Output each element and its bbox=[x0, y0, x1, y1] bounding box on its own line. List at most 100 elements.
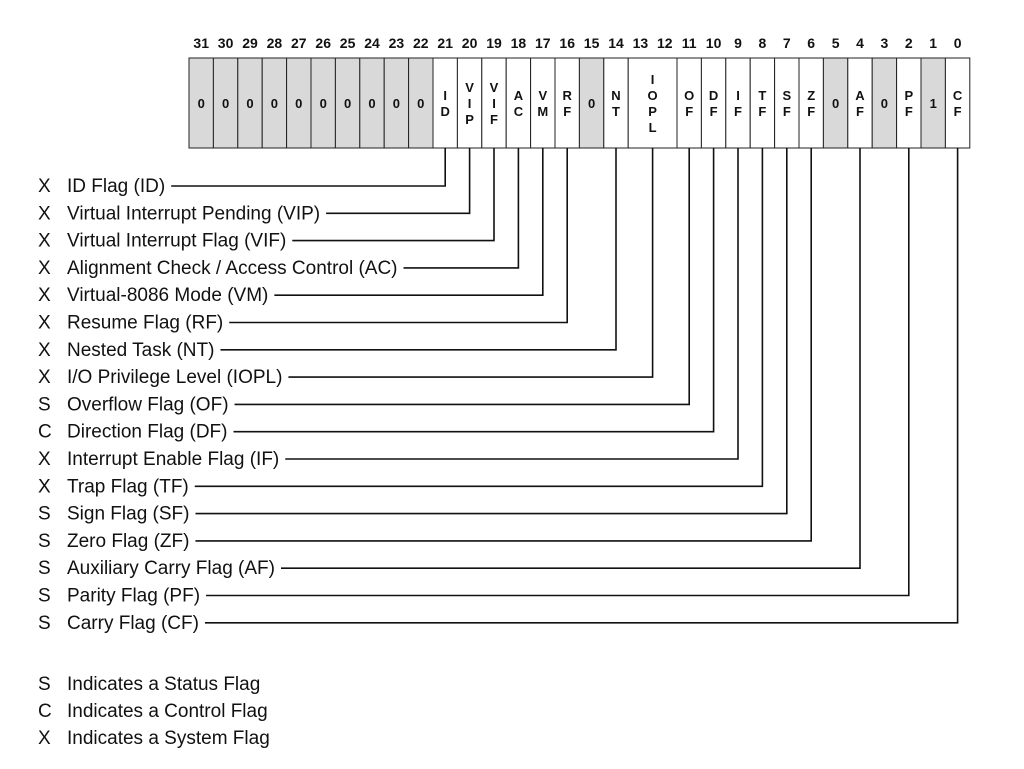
leader-line-bit-4 bbox=[280, 148, 861, 569]
cell-label-bit-19: I bbox=[492, 96, 496, 111]
bit-number-26: 26 bbox=[315, 35, 331, 51]
cell-label-bit-6: Z bbox=[807, 88, 815, 103]
cell-label-bit-30: 0 bbox=[222, 96, 229, 111]
bit-number-16: 16 bbox=[559, 35, 575, 51]
bit-number-11: 11 bbox=[682, 35, 697, 51]
cell-label-bit-10: F bbox=[710, 104, 718, 119]
leader-line-bit-11 bbox=[234, 148, 690, 406]
legend-type-x: X bbox=[38, 728, 51, 749]
leader-line-bit-19 bbox=[292, 148, 495, 242]
cell-label-bit-13-12: P bbox=[648, 104, 657, 119]
leader-lines bbox=[171, 148, 959, 624]
register-cell-bit-0 bbox=[944, 57, 971, 149]
register-cell-bit-14 bbox=[603, 57, 629, 149]
leader-line-bit-13-12 bbox=[288, 148, 654, 378]
cell-label-bit-19: V bbox=[490, 80, 499, 95]
leader-line-bit-6 bbox=[195, 148, 812, 542]
cell-label-bit-19: F bbox=[490, 112, 498, 127]
flag-type-letter: S bbox=[38, 558, 51, 579]
bit-number-29: 29 bbox=[242, 35, 258, 51]
leader-line-bit-10 bbox=[233, 148, 715, 433]
cell-label-bit-15: 0 bbox=[588, 96, 595, 111]
cell-label-bit-28: 0 bbox=[271, 96, 278, 111]
bit-number-3: 3 bbox=[881, 35, 889, 51]
cell-label-bit-16: F bbox=[563, 104, 571, 119]
bit-number-1: 1 bbox=[929, 35, 937, 51]
flag-label-i-o-privilege-level-iopl: I/O Privilege Level (IOPL) bbox=[67, 367, 282, 388]
cell-label-bit-10: D bbox=[709, 88, 718, 103]
bit-number-25: 25 bbox=[340, 35, 356, 51]
cell-label-bit-24: 0 bbox=[368, 96, 375, 111]
flag-type-letter: S bbox=[38, 394, 51, 415]
bit-number-22: 22 bbox=[413, 35, 429, 51]
cell-label-bit-17: M bbox=[537, 104, 548, 119]
cell-label-bit-7: F bbox=[783, 104, 791, 119]
cell-label-bit-8: F bbox=[758, 104, 766, 119]
flag-label-virtual-interrupt-pending-vip: Virtual Interrupt Pending (VIP) bbox=[67, 203, 320, 224]
flag-type-letter: X bbox=[38, 203, 51, 224]
cell-label-bit-18: C bbox=[514, 104, 524, 119]
bit-number-17: 17 bbox=[535, 35, 551, 51]
leader-line-bit-7 bbox=[195, 148, 788, 515]
bit-number-24: 24 bbox=[364, 35, 380, 51]
leader-line-bit-21 bbox=[171, 148, 446, 187]
cell-label-bit-9: F bbox=[734, 104, 742, 119]
cell-label-bit-22: 0 bbox=[417, 96, 424, 111]
cell-label-bit-2: F bbox=[905, 104, 913, 119]
register-cell-bit-6 bbox=[798, 57, 824, 149]
bit-number-27: 27 bbox=[291, 35, 307, 51]
bit-number-10: 10 bbox=[706, 35, 722, 51]
cell-label-bit-5: 0 bbox=[832, 96, 839, 111]
cell-label-bit-4: A bbox=[855, 88, 865, 103]
legend-text-indicates-a-status-flag: Indicates a Status Flag bbox=[67, 674, 260, 695]
cell-label-bit-20: V bbox=[465, 80, 474, 95]
cell-label-bit-6: F bbox=[807, 104, 815, 119]
cell-label-bit-21: D bbox=[441, 104, 450, 119]
register-cell-bit-29 bbox=[237, 57, 263, 149]
flag-type-letter: S bbox=[38, 613, 51, 634]
leader-line-bit-9 bbox=[285, 148, 739, 460]
flag-label-id-flag-id: ID Flag (ID) bbox=[67, 176, 165, 197]
register-cell-bit-17 bbox=[530, 57, 556, 149]
flag-label-parity-flag-pf: Parity Flag (PF) bbox=[67, 586, 200, 607]
flag-type-letter: X bbox=[38, 176, 51, 197]
flag-type-letter: X bbox=[38, 285, 51, 306]
bit-number-28: 28 bbox=[267, 35, 283, 51]
flag-label-sign-flag-sf: Sign Flag (SF) bbox=[67, 504, 189, 525]
cell-label-bit-11: F bbox=[685, 104, 693, 119]
bit-number-19: 19 bbox=[486, 35, 502, 51]
flag-type-letter: X bbox=[38, 476, 51, 497]
leader-line-bit-14 bbox=[220, 148, 617, 351]
flag-label-carry-flag-cf: Carry Flag (CF) bbox=[67, 613, 199, 634]
register-cell-bit-10 bbox=[700, 57, 727, 149]
flag-type-letter: X bbox=[38, 367, 51, 388]
flag-label-virtual-8086-mode-vm: Virtual-8086 Mode (VM) bbox=[67, 285, 268, 306]
register-cell-bit-2 bbox=[896, 57, 922, 149]
register-cell-bit-30 bbox=[212, 57, 239, 149]
cell-label-bit-4: F bbox=[856, 104, 864, 119]
legend-text-indicates-a-system-flag: Indicates a System Flag bbox=[67, 728, 270, 749]
register-cell-bit-13-12 bbox=[627, 57, 678, 149]
register-cell-bit-18 bbox=[505, 57, 532, 149]
cell-label-bit-2: P bbox=[904, 88, 913, 103]
flag-list: X ID Flag (ID) X Virtual Interrupt Pending … bbox=[38, 176, 398, 634]
flag-label-overflow-flag-of: Overflow Flag (OF) bbox=[67, 394, 229, 415]
register-cell-bit-4 bbox=[847, 57, 873, 149]
bit-number-15: 15 bbox=[584, 35, 600, 51]
cell-label-bit-9: I bbox=[736, 88, 740, 103]
bit-number-8: 8 bbox=[759, 35, 767, 51]
flag-label-zero-flag-zf: Zero Flag (ZF) bbox=[67, 531, 189, 552]
bit-number-0: 0 bbox=[954, 35, 962, 51]
cell-label-bit-20: I bbox=[468, 96, 472, 111]
register-cell-bit-31 bbox=[188, 57, 214, 149]
register-cell-bit-7 bbox=[774, 57, 800, 149]
leader-line-bit-17 bbox=[274, 148, 544, 296]
flag-label-interrupt-enable-flag-if: Interrupt Enable Flag (IF) bbox=[67, 449, 279, 470]
register-cell-bit-25 bbox=[334, 57, 361, 149]
legend-type-c: C bbox=[38, 701, 52, 722]
register-cell-bit-1 bbox=[920, 57, 946, 149]
flag-label-direction-flag-df: Direction Flag (DF) bbox=[67, 422, 227, 443]
register-cell-bit-24 bbox=[359, 57, 385, 149]
